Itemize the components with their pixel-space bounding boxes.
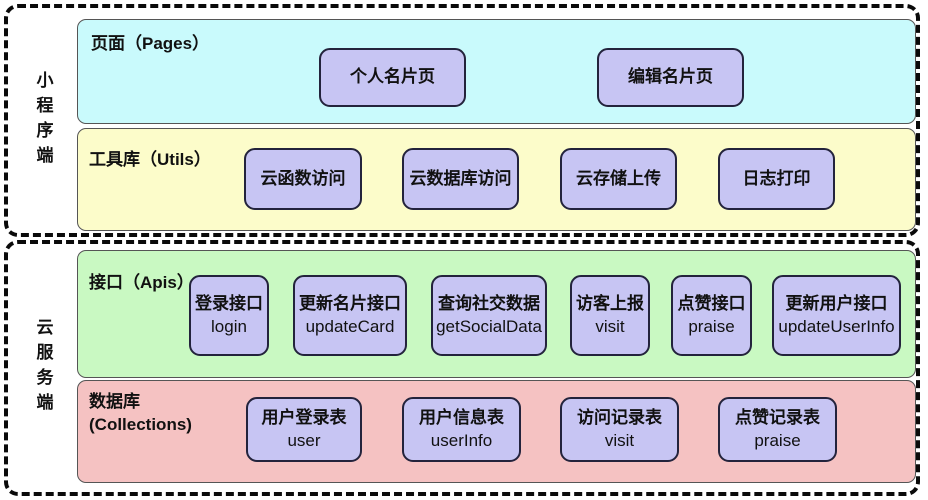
node-sublabel: visit — [604, 430, 635, 450]
client-zone: 小程序端 页面（Pages） 个人名片页 编辑名片页 工具库（Utils） 云函… — [4, 4, 920, 237]
node-sublabel: updateCard — [305, 316, 395, 336]
node-label: 更新用户接口 — [785, 294, 888, 314]
utils-panel-title: 工具库（Utils） — [89, 150, 211, 169]
node-collection-visit: 访问记录表 visit — [560, 397, 679, 462]
node-collection-user: 用户登录表 user — [246, 397, 362, 462]
node-sublabel: userInfo — [430, 430, 493, 450]
collections-panel-title: 数据库 (Collections) — [89, 392, 192, 434]
node-cloud-storage-upload: 云存储上传 — [560, 148, 677, 210]
node-label: 点赞接口 — [677, 294, 746, 314]
node-label: 更新名片接口 — [299, 294, 401, 314]
client-zone-label: 小程序端 — [33, 70, 53, 171]
node-sublabel: praise — [688, 316, 735, 336]
node-label: 点赞记录表 — [735, 408, 820, 428]
node-label: 用户信息表 — [419, 408, 504, 428]
node-api-login: 登录接口 login — [189, 275, 269, 356]
node-collection-user-info: 用户信息表 userInfo — [402, 397, 521, 462]
node-sublabel: updateUserInfo — [778, 316, 895, 336]
node-label: 访客上报 — [576, 294, 644, 314]
node-sublabel: login — [211, 316, 247, 336]
node-api-update-user-info: 更新用户接口 updateUserInfo — [772, 275, 901, 356]
collections-panel: 数据库 (Collections) 用户登录表 user 用户信息表 userI… — [77, 380, 916, 483]
node-sublabel: praise — [754, 430, 801, 450]
server-zone: 云服务端 接口（Apis） 登录接口 login 更新名片接口 updateCa… — [4, 240, 920, 496]
node-api-get-social-data: 查询社交数据 getSocialData — [431, 275, 547, 356]
utils-panel: 工具库（Utils） 云函数访问 云数据库访问 云存储上传 日志打印 — [77, 128, 916, 231]
node-sublabel: user — [287, 430, 321, 450]
node-api-update-card: 更新名片接口 updateCard — [293, 275, 407, 356]
node-api-praise: 点赞接口 praise — [671, 275, 752, 356]
node-cloud-database-access: 云数据库访问 — [402, 148, 519, 210]
node-sublabel: visit — [595, 316, 625, 336]
node-log-print: 日志打印 — [718, 148, 835, 210]
node-personal-card-page: 个人名片页 — [319, 48, 466, 107]
node-collection-praise: 点赞记录表 praise — [718, 397, 837, 462]
apis-panel: 接口（Apis） 登录接口 login 更新名片接口 updateCard 查询… — [77, 250, 916, 378]
node-label: 编辑名片页 — [628, 67, 713, 87]
apis-panel-title: 接口（Apis） — [89, 273, 194, 292]
node-label: 查询社交数据 — [438, 294, 540, 314]
node-label: 个人名片页 — [350, 67, 435, 87]
node-label: 访问记录表 — [577, 408, 662, 428]
node-label: 云存储上传 — [576, 168, 661, 188]
node-cloud-function-access: 云函数访问 — [244, 148, 362, 210]
node-label: 日志打印 — [742, 168, 811, 188]
pages-panel-title: 页面（Pages） — [91, 34, 210, 53]
node-label: 云函数访问 — [260, 168, 346, 188]
server-zone-label: 云服务端 — [33, 318, 53, 418]
pages-panel: 页面（Pages） 个人名片页 编辑名片页 — [77, 19, 916, 124]
node-sublabel: getSocialData — [436, 316, 542, 336]
node-label: 用户登录表 — [261, 408, 347, 428]
node-label: 登录接口 — [195, 294, 263, 314]
node-edit-card-page: 编辑名片页 — [597, 48, 744, 107]
node-api-visit: 访客上报 visit — [570, 275, 650, 356]
node-label: 云数据库访问 — [409, 168, 512, 188]
